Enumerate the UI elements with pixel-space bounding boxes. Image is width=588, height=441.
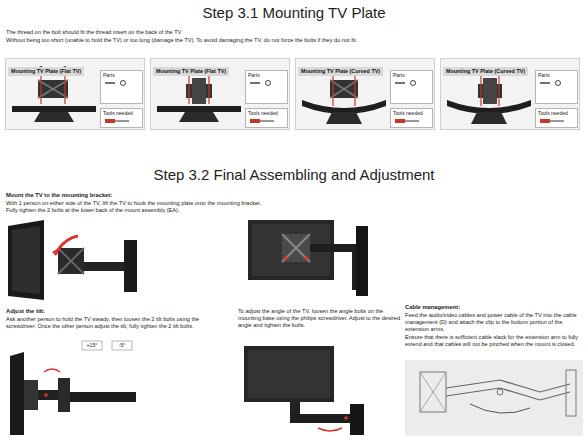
curved-tv [302,68,386,124]
box-heading: Tools needed [538,110,575,116]
cable-figure [405,360,583,436]
panel-header: Mounting TV Plate (Flat TV) [153,67,229,76]
step-heading: Cable management: [405,304,585,311]
instruction-text: With 1 person on either side of the TV, … [6,200,326,207]
instruction-panel: Mounting TV Plate (Flat TV) PartsTools ne… [5,58,145,130]
box-heading: Tools needed [103,110,140,116]
box-heading: Parts [103,72,140,78]
step-heading: Mount the TV to the mounting bracket: [6,192,246,199]
tilt-figure [10,341,136,435]
instruction-text: Feed the audio/video cables and power ca… [405,312,585,333]
panel-ground [295,58,435,130]
instruction-panel: Mounting TV Plate (Curved TV) PartsTools … [295,58,435,130]
instruction-text: To adjust the angle of the TV, loosen th… [238,308,403,329]
panel-header: Mounting TV Plate (Curved TV) [443,67,528,76]
tv-back-figure [248,220,368,296]
screwdriver-icon [248,116,284,126]
tools-box: Tools needed [535,108,578,128]
screwdriver-icon [393,116,429,126]
instruction-text: Ensure that there is sufficient cable sl… [405,334,585,348]
screwdriver-icon [538,116,574,126]
mount-tv-figure [8,220,137,300]
panel-ground [5,58,145,130]
box-heading: Parts [248,72,285,78]
step-heading: Adjust the tilt: [6,308,206,315]
screw-icons [538,78,574,88]
screw-icons [248,78,284,88]
tools-box: Tools needed [100,108,143,128]
panel-ground [150,58,290,130]
section-title: Step 3.2 Final Assembling and Adjustment [0,166,588,185]
panel-header: Mounting TV Plate (Flat TV) [8,67,84,76]
instruction-text: Fully tighten the 2 bolts at the lower b… [6,207,326,214]
box-heading: Parts [393,72,430,78]
parts-box: Parts [535,70,578,104]
curved-tv [447,70,531,124]
instruction-panel: Mounting TV Plate (Flat TV) PartsTools ne… [150,58,290,130]
angle-figure [244,346,364,435]
box-heading: Tools needed [393,110,430,116]
screw-icons [393,78,429,88]
instruction-panel: Mounting TV Plate (Curved TV) PartsTools … [440,58,580,130]
panel-ground [440,58,580,130]
angle-value: -5° [112,342,132,349]
page-title: Step 3.1 Mounting TV Plate [0,4,588,23]
flat-tv [157,70,241,122]
screw-icons [103,78,139,88]
tools-box: Tools needed [390,108,433,128]
box-heading: Tools needed [248,110,285,116]
screwdriver-icon [103,116,139,126]
panel-header: Mounting TV Plate (Curved TV) [298,67,383,76]
box-heading: Parts [538,72,575,78]
parts-box: Parts [245,70,288,104]
parts-box: Parts [100,70,143,104]
instruction-text: The thread on the bolt should fit the th… [6,29,584,36]
parts-box: Parts [390,70,433,104]
instruction-text: Ask another person to hold the TV steady… [6,316,211,330]
instruction-text: Without being too short (unable to hold … [6,37,584,44]
angle-value: +15° [82,342,102,349]
tools-box: Tools needed [245,108,288,128]
